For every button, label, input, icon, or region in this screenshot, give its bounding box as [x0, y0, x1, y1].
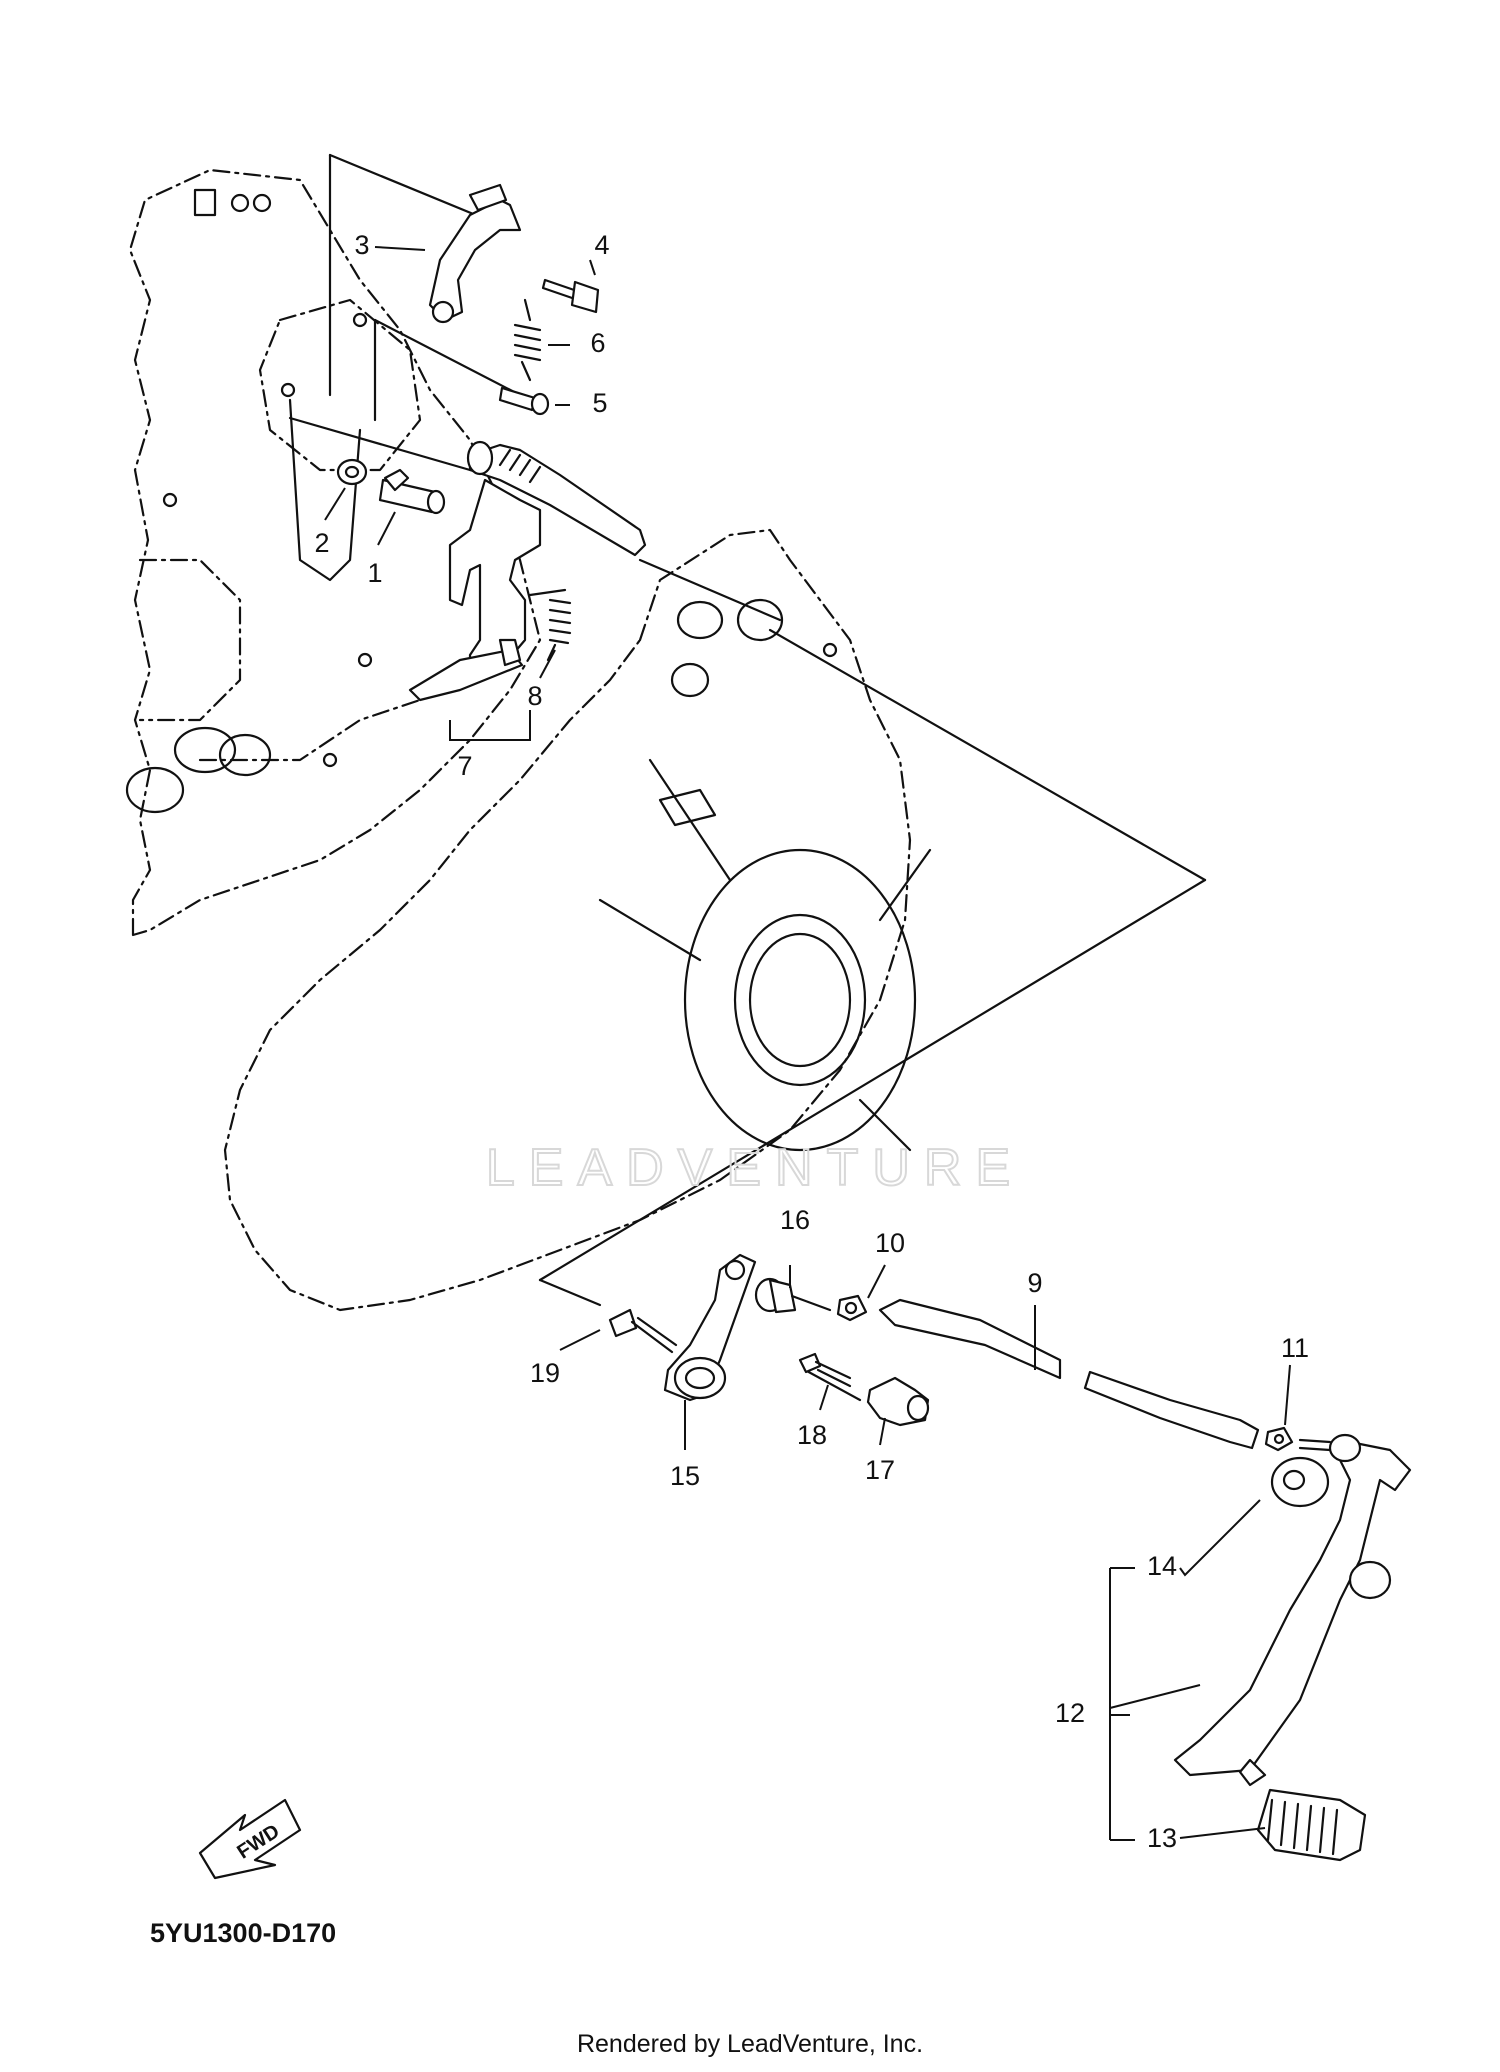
part-11-nut — [1264, 1426, 1294, 1452]
crankcase-outline — [125, 168, 542, 937]
callout-1: 1 — [367, 558, 382, 588]
footer-credit: Rendered by LeadVenture, Inc. — [577, 2030, 923, 2058]
part-13-pedal-rubber — [1256, 1788, 1367, 1862]
diagram-code: 5YU1300-D170 — [150, 1918, 336, 1948]
part-10-nut — [836, 1294, 868, 1322]
callout-19: 19 — [530, 1358, 560, 1388]
callout-labels: 1 2 3 4 5 6 7 8 9 10 11 12 13 14 15 16 1… — [314, 230, 1309, 1853]
fwd-arrow: FWD — [198, 1798, 302, 1880]
leader-lines — [324, 246, 1291, 1841]
callout-14: 14 — [1147, 1551, 1177, 1581]
callout-13: 13 — [1147, 1823, 1177, 1853]
callout-15: 15 — [670, 1461, 700, 1491]
assembly-lines — [288, 153, 1207, 1402]
callout-7: 7 — [457, 751, 472, 781]
callout-11: 11 — [1281, 1333, 1309, 1363]
callout-10: 10 — [875, 1228, 905, 1258]
part-15-shift-arm — [663, 1253, 757, 1402]
part-5-pin — [498, 386, 550, 416]
part-1-stud — [378, 468, 446, 515]
watermark: LEADVENTURE — [486, 1139, 1024, 1197]
callout-16: 16 — [780, 1205, 810, 1235]
callout-6: 6 — [590, 328, 605, 358]
callout-5: 5 — [592, 388, 607, 418]
part-6-spring — [513, 298, 542, 382]
part-7-shift-shaft — [408, 440, 647, 702]
part-3-stopper-lever — [428, 183, 522, 324]
part-18-screw — [798, 1352, 852, 1388]
crankcase-cover-outline — [223, 528, 932, 1312]
part-17-cap — [866, 1376, 930, 1427]
callout-9: 9 — [1027, 1268, 1042, 1298]
part-8-spring — [528, 588, 572, 662]
part-19-bolt — [608, 1308, 678, 1354]
callout-8: 8 — [527, 681, 542, 711]
callout-17: 17 — [865, 1455, 895, 1485]
part-2-washer — [336, 458, 368, 486]
part-4-bolt — [541, 278, 600, 314]
callout-3: 3 — [354, 230, 369, 260]
callout-12: 12 — [1055, 1698, 1085, 1728]
callout-18: 18 — [797, 1420, 827, 1450]
part-14-bushing — [1270, 1456, 1330, 1508]
callout-4: 4 — [594, 230, 609, 260]
part-9-shift-rod — [878, 1298, 1260, 1450]
part-16-rod-end — [754, 1277, 832, 1314]
callout-2: 2 — [314, 528, 329, 558]
part-12-shift-pedal — [1173, 1433, 1412, 1787]
